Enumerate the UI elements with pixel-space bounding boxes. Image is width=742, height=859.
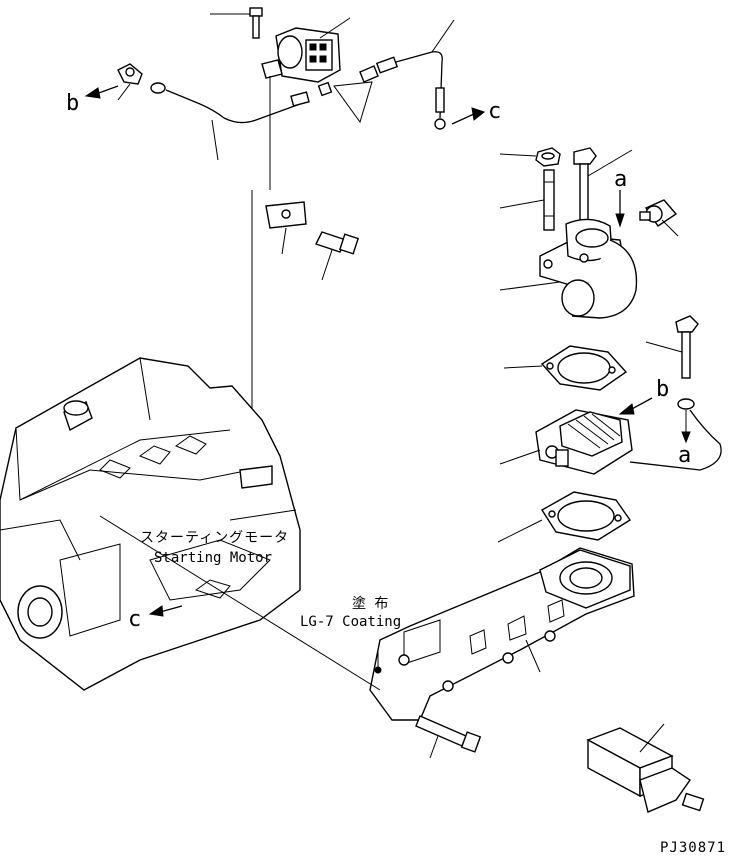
manifold-bolt bbox=[415, 715, 482, 759]
long-bolt bbox=[645, 315, 699, 379]
gasket-lower bbox=[497, 491, 631, 543]
relay-body bbox=[261, 17, 351, 83]
relay-bolt bbox=[210, 7, 263, 39]
gasket-upper bbox=[503, 345, 628, 391]
heater-lead bbox=[629, 398, 722, 471]
nut bbox=[499, 147, 561, 167]
starting-motor-label-jp: スターティングモータ bbox=[140, 530, 289, 546]
ref-c-right: c bbox=[488, 99, 501, 124]
leader-engine-manifold bbox=[99, 515, 381, 691]
relay-fittings bbox=[317, 65, 379, 124]
engine-block bbox=[0, 357, 301, 691]
coating-label-en: LG-7 Coating bbox=[300, 614, 401, 630]
relay-cable-c bbox=[375, 19, 455, 130]
arrow-c-engine bbox=[148, 605, 183, 617]
bracket-assembly bbox=[265, 201, 360, 281]
relay-assembly bbox=[117, 7, 455, 190]
intake-manifold bbox=[369, 547, 635, 721]
ref-a-top: a bbox=[614, 167, 627, 192]
ref-b-right: b bbox=[656, 377, 669, 402]
arrow-c-right bbox=[451, 107, 486, 125]
drawing-number: PJ30871 bbox=[660, 840, 726, 856]
ref-c-engine: c bbox=[128, 607, 141, 632]
heater-housing bbox=[499, 218, 638, 319]
arrow-b-right bbox=[618, 397, 653, 415]
ref-a-right: a bbox=[678, 443, 691, 468]
housing-bolt bbox=[573, 147, 633, 225]
relay-cable-b bbox=[117, 63, 310, 161]
stud-bolt bbox=[499, 169, 555, 231]
intake-heater bbox=[499, 409, 633, 475]
heater-element bbox=[586, 723, 705, 813]
arrow-b-left bbox=[84, 85, 119, 99]
ref-b-left: b bbox=[66, 91, 79, 116]
starting-motor-label-en: Starting Motor bbox=[154, 550, 272, 566]
arrow-a-top bbox=[615, 190, 625, 228]
sensor bbox=[639, 199, 679, 237]
coating-label-jp: 塗 布 bbox=[352, 595, 388, 612]
